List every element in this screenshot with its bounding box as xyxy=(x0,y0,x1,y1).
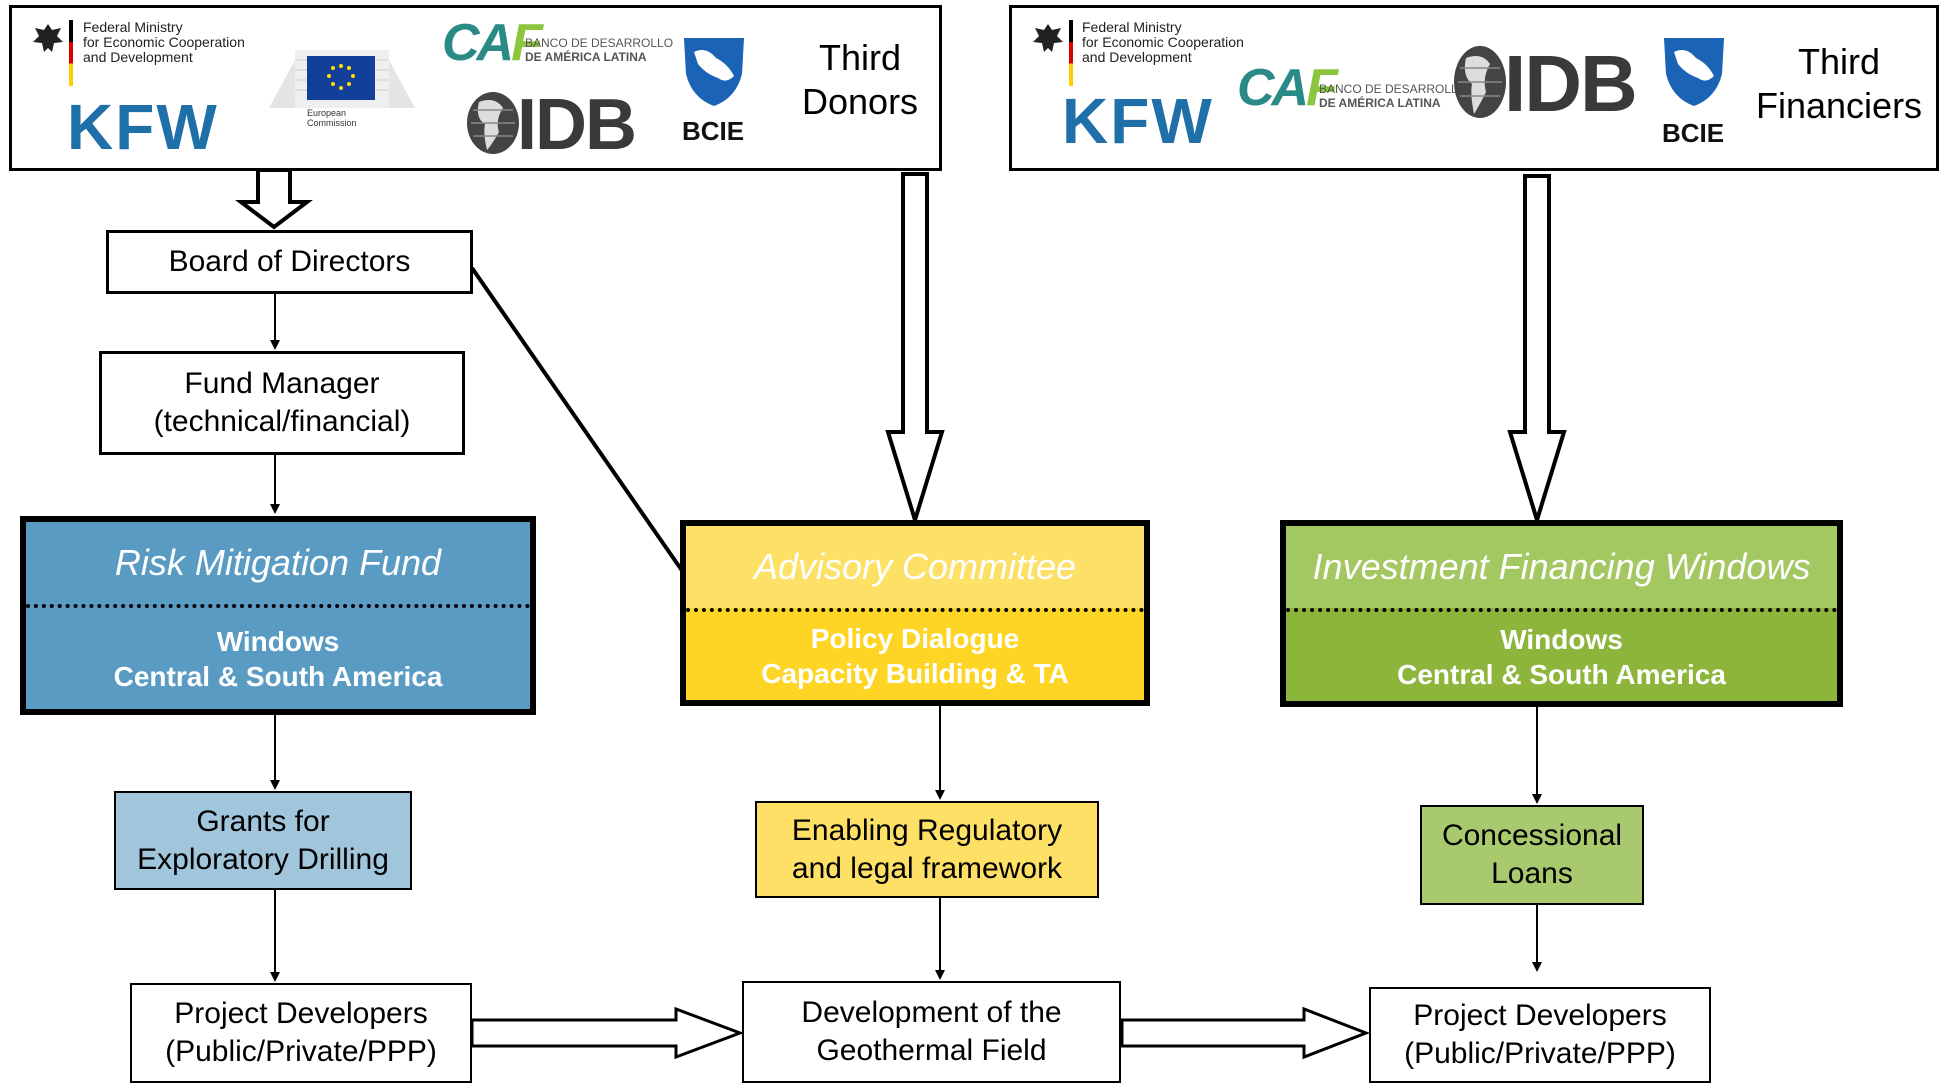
project-developers-left-label: Project Developers xyxy=(174,997,428,1030)
bcie-map-icon xyxy=(1664,38,1724,106)
globe-icon xyxy=(467,92,519,154)
project-developers-left-box: Project Developers (Public/Private/PPP) xyxy=(130,983,472,1083)
risk-windows-line2: Central & South America xyxy=(113,660,443,692)
idb-logo: IDB xyxy=(517,85,637,165)
investment-financing-windows-title: Investment Financing Windows xyxy=(1286,526,1837,608)
concessional-loans-box: Concessional Loans xyxy=(1420,805,1644,905)
german-flag-bar xyxy=(69,20,73,86)
risk-windows-line1: Windows xyxy=(216,625,340,657)
german-flag-bar xyxy=(1069,20,1073,86)
idb-logo: IDB xyxy=(1504,39,1638,128)
german-eagle-icon xyxy=(33,24,63,52)
enabling-framework-box: Enabling Regulatory and legal framework xyxy=(755,801,1099,898)
board-of-directors-box: Board of Directors xyxy=(106,230,473,294)
investment-financing-windows-details: Windows Central & South America xyxy=(1286,608,1837,701)
investment-line1: Windows xyxy=(1500,623,1623,655)
globe-icon xyxy=(1454,46,1506,118)
risk-mitigation-fund-windows: Windows Central & South America xyxy=(26,604,530,709)
kfw-logo: KFW xyxy=(1062,85,1214,157)
line-board-to-advisory xyxy=(470,266,685,574)
advisory-committee-box: Advisory Committee Policy Dialogue Capac… xyxy=(680,520,1150,706)
german-eagle-icon xyxy=(1033,24,1063,52)
caf-logo: CAF xyxy=(442,14,543,72)
kfw-logo: KFW xyxy=(67,91,219,163)
fund-manager-label: Fund Manager xyxy=(184,367,380,400)
geothermal-development-sublabel: Geothermal Field xyxy=(816,1034,1047,1067)
project-developers-left-sublabel: (Public/Private/PPP) xyxy=(165,1035,437,1068)
risk-mitigation-fund-title: Risk Mitigation Fund xyxy=(26,522,530,604)
board-of-directors-label: Board of Directors xyxy=(168,245,411,278)
bcie-map-icon xyxy=(684,38,744,106)
hollow-arrow-developers-to-development xyxy=(470,1006,745,1060)
geothermal-development-box: Development of the Geothermal Field xyxy=(742,981,1121,1083)
hollow-arrow-development-to-developers xyxy=(1120,1006,1371,1060)
enabling-sublabel: and legal framework xyxy=(791,851,1063,885)
fund-manager-box: Fund Manager (technical/financial) xyxy=(99,351,465,455)
advisory-line1: Policy Dialogue xyxy=(810,623,1020,654)
bcie-logo: BCIE xyxy=(1662,118,1725,148)
hollow-arrow-financiers-to-investment xyxy=(1507,174,1567,527)
grants-box: Grants for Exploratory Drilling xyxy=(114,791,412,890)
risk-mitigation-fund-box: Risk Mitigation Fund Windows Central & S… xyxy=(20,516,536,715)
geothermal-development-label: Development of the xyxy=(801,996,1062,1029)
loans-label: Concessional xyxy=(1441,819,1623,852)
advisory-committee-details: Policy Dialogue Capacity Building & TA xyxy=(686,608,1144,700)
enabling-label: Enabling Regulatory xyxy=(791,813,1063,847)
project-developers-right-sublabel: (Public/Private/PPP) xyxy=(1404,1037,1676,1070)
bcie-logo: BCIE xyxy=(682,116,745,146)
hollow-arrow-donors-to-advisory xyxy=(885,172,945,527)
advisory-line2: Capacity Building & TA xyxy=(761,658,1069,689)
caf-logo: CAF xyxy=(1237,59,1338,117)
eu-building-icon xyxy=(269,50,415,108)
investment-line2: Central & South America xyxy=(1397,658,1726,690)
grants-label: Grants for xyxy=(196,804,330,838)
loans-sublabel: Loans xyxy=(1491,857,1573,890)
project-developers-right-box: Project Developers (Public/Private/PPP) xyxy=(1369,987,1711,1083)
fund-manager-sublabel: (technical/financial) xyxy=(153,405,411,438)
advisory-committee-title: Advisory Committee xyxy=(686,526,1144,608)
grants-sublabel: Exploratory Drilling xyxy=(137,842,389,876)
project-developers-right-label: Project Developers xyxy=(1413,999,1667,1032)
hollow-arrow-sponsor-to-board xyxy=(235,168,313,230)
investment-financing-windows-box: Investment Financing Windows Windows Cen… xyxy=(1280,520,1843,707)
